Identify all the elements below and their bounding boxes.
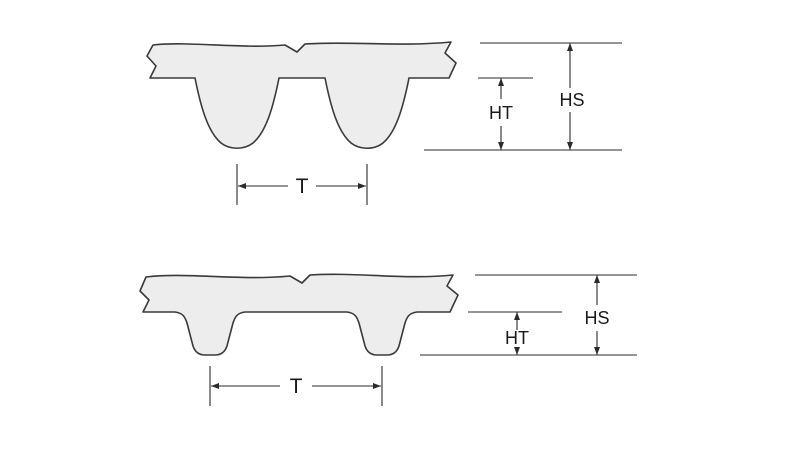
ht-dimension-label: HT [505,328,529,348]
trapezoidal-tooth-belt-section [139,273,459,356]
ht-dimension-label: HT [489,103,513,123]
pitch-label: T [296,175,309,198]
hs-dimension-label: HS [584,308,609,328]
hs-dimension-label: HS [559,90,584,110]
round-tooth-belt-diagram: HT HS T [146,41,622,205]
pitch-label: T [290,375,303,398]
trapezoidal-tooth-belt-diagram: HT HS T [139,273,637,406]
round-tooth-belt-section [146,41,457,150]
